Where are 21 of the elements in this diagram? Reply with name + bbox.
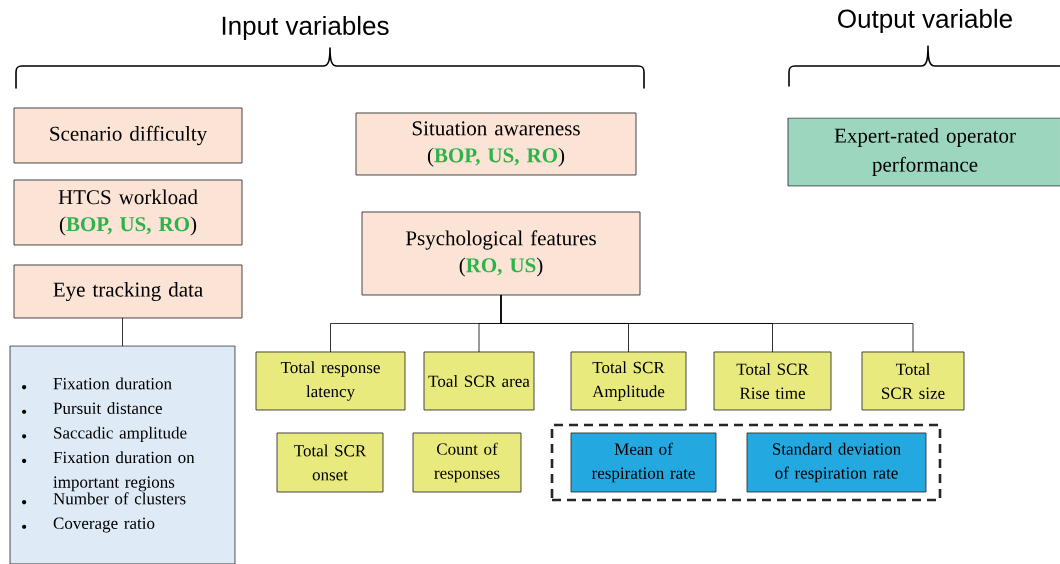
output-box: Expert-rated operator performance [787, 117, 1060, 187]
process-box: Psychological features (RO, US) [361, 211, 641, 296]
feature-box: Total SCR size [861, 351, 965, 411]
heading: Input variables [222, 15, 389, 41]
feature-box: Total SCR onset [276, 432, 384, 493]
feature-box: Count of responses [412, 432, 522, 493]
feature-box: Mean of respiration rate [570, 432, 717, 493]
process-box: Eye tracking data [13, 264, 243, 319]
dashed-group-box [550, 423, 942, 502]
process-box: HTCS workload (BOP, US, RO) [13, 179, 243, 246]
connector-line [122, 317, 123, 347]
feature-box: Total SCR Rise time [713, 351, 832, 411]
list-box: Fixation duration Pursuit distance Saccadic amplitude Fixation duration on important regions Number of clusters Coverage ratio [9, 345, 236, 564]
feature-box: Standard deviation of respiration rate [746, 432, 927, 493]
process-box: Scenario difficulty [13, 107, 243, 164]
feature-box: Total SCR Amplitude [570, 351, 687, 411]
process-box: Situation awareness (BOP, US, RO) [355, 112, 637, 176]
heading: Output variable [838, 8, 1012, 34]
feature-box: Toal SCR area [423, 351, 535, 411]
feature-box: Total response latency [255, 351, 406, 411]
connector-line [500, 294, 914, 353]
